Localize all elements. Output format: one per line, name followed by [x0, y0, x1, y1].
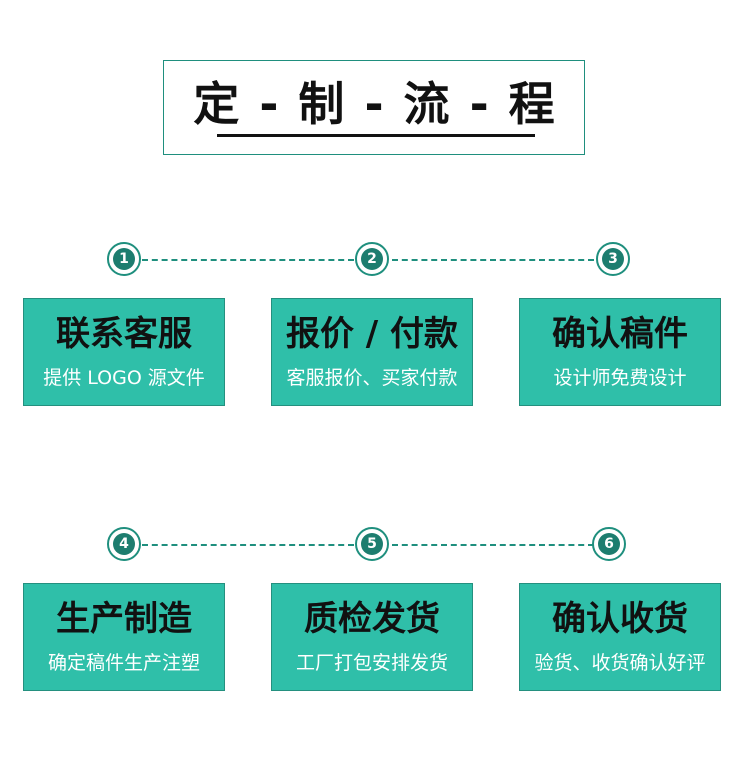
step-card-subtitle: 确定稿件生产注塑	[47, 652, 200, 674]
step-number: 6	[598, 533, 620, 555]
step-card-title: 确认稿件	[552, 314, 688, 354]
step-card-subtitle: 验货、收货确认好评	[534, 652, 706, 674]
title-box	[163, 60, 585, 155]
step-card-subtitle: 工厂打包安排发货	[295, 652, 448, 674]
step-badge-5: 5	[355, 527, 389, 561]
step-card-receipt: 确认收货 验货、收货确认好评	[519, 583, 721, 691]
dashed-connector	[392, 259, 594, 261]
step-number: 4	[113, 533, 135, 555]
step-badge-3: 3	[596, 242, 630, 276]
step-card-quote: 报价 / 付款 客服报价、买家付款	[271, 298, 473, 406]
step-connector-row-1: 1 2 3	[0, 240, 750, 280]
step-number: 2	[361, 248, 383, 270]
step-card-title: 报价 / 付款	[285, 314, 459, 354]
step-number: 5	[361, 533, 383, 555]
step-badge-4: 4	[107, 527, 141, 561]
step-badge-1: 1	[107, 242, 141, 276]
step-card-confirm-draft: 确认稿件 设计师免费设计	[519, 298, 721, 406]
step-card-contact: 联系客服 提供 LOGO 源文件	[23, 298, 225, 406]
title-underline	[217, 134, 535, 137]
step-card-title: 确认收货	[552, 599, 688, 639]
step-card-subtitle: 设计师免费设计	[553, 367, 687, 389]
step-number: 1	[113, 248, 135, 270]
step-card-title: 质检发货	[304, 599, 440, 639]
step-badge-6: 6	[592, 527, 626, 561]
dashed-connector	[392, 544, 594, 546]
step-card-title: 生产制造	[56, 599, 192, 639]
step-badge-2: 2	[355, 242, 389, 276]
step-card-subtitle: 提供 LOGO 源文件	[43, 367, 205, 389]
step-number: 3	[602, 248, 624, 270]
step-card-title: 联系客服	[56, 314, 192, 354]
dashed-connector	[142, 259, 354, 261]
step-card-subtitle: 客服报价、买家付款	[286, 367, 458, 389]
step-card-production: 生产制造 确定稿件生产注塑	[23, 583, 225, 691]
step-connector-row-2: 4 5 6	[0, 525, 750, 565]
step-card-inspection: 质检发货 工厂打包安排发货	[271, 583, 473, 691]
dashed-connector	[142, 544, 354, 546]
page-title: 定 - 制 - 流 - 程	[193, 77, 557, 131]
